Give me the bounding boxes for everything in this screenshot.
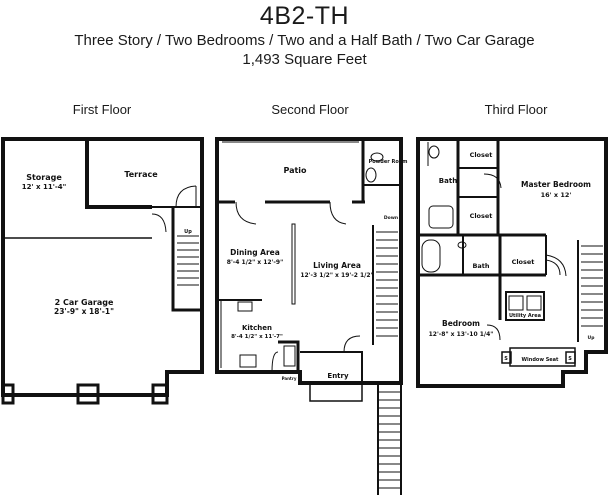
window-seat-s-left: S	[504, 356, 508, 362]
closet-top-name: Closet	[470, 151, 493, 159]
first-floor-label: First Floor	[72, 102, 132, 117]
bedroom-dims: 12'-8" x 13'-10 1/4"	[429, 331, 494, 338]
pantry-label: Pantry	[282, 376, 297, 381]
master-bedroom-name: Master Bedroom	[521, 180, 591, 189]
plan-title: 4B2-TH	[259, 2, 350, 30]
square-footage: 1,493 Square Feet	[242, 51, 367, 68]
dining-dims: 8'-4 1/2" x 12'-9"	[227, 259, 283, 266]
bath-mid-name: Bath	[472, 262, 489, 270]
kitchen-dims: 8'-4 1/2" x 11'-7"	[231, 334, 283, 340]
storage-dims: 12' x 11'-4"	[22, 183, 67, 191]
first-floor-plan	[1, 137, 204, 405]
closet-right-name: Closet	[512, 258, 535, 266]
living-name: Living Area	[313, 261, 361, 270]
third-stair-up: Up	[588, 335, 596, 341]
bedroom-name: Bedroom	[442, 319, 480, 328]
second-floor-label: Second Floor	[271, 102, 349, 117]
first-stair-up: Up	[184, 229, 192, 235]
second-stair-down: Down	[384, 215, 398, 221]
dining-name: Dining Area	[230, 248, 280, 257]
garage-dims: 23'-9" x 18'-1"	[54, 307, 114, 316]
third-floor-plan	[416, 137, 608, 388]
window-seat-name: Window Seat	[522, 357, 560, 363]
kitchen-name: Kitchen	[242, 324, 272, 332]
entry-name: Entry	[327, 372, 349, 380]
powder-room-name: Powder Room	[369, 159, 408, 165]
second-floor-plan	[215, 137, 403, 495]
plan-subtitle: Three Story / Two Bedrooms / Two and a H…	[74, 32, 535, 49]
living-dims: 12'-3 1/2" x 19'-2 1/2"	[300, 272, 373, 279]
bath-top-name: Bath	[439, 177, 457, 185]
terrace-name: Terrace	[124, 170, 158, 179]
master-bedroom-dims: 16' x 12'	[541, 191, 572, 199]
garage-name: 2 Car Garage	[55, 298, 114, 307]
third-floor-label: Third Floor	[484, 102, 548, 117]
storage-name: Storage	[26, 173, 62, 182]
window-seat-s-right: S	[568, 356, 572, 362]
patio-name: Patio	[283, 166, 307, 175]
closet-mid-name: Closet	[470, 212, 493, 220]
utility-area-name: Utility Area	[509, 313, 541, 319]
